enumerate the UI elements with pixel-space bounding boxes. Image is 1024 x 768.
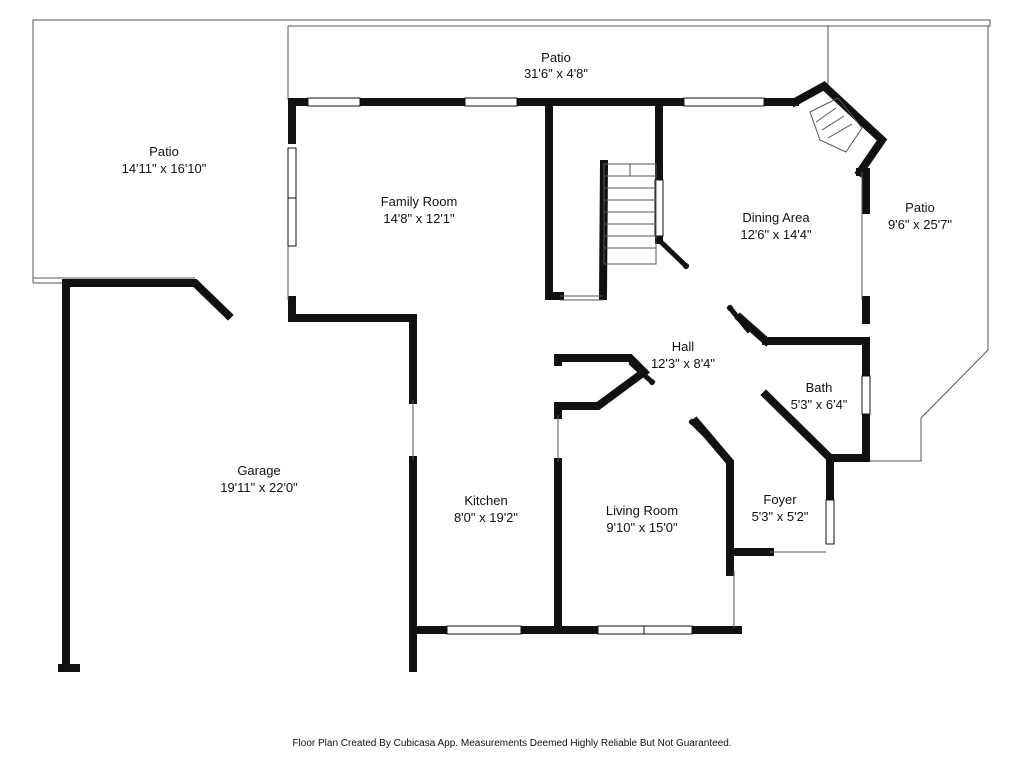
patio-outlines [32, 19, 991, 462]
room-name-patio-left: Patio [149, 144, 179, 159]
room-name-hall: Hall [672, 339, 695, 354]
room-dims-living-room: 9'10" x 15'0" [606, 520, 678, 535]
room-dims-foyer: 5'3" x 5'2" [752, 509, 809, 524]
room-dims-dining-area: 12'6" x 14'4" [740, 227, 812, 242]
room-name-patio-right: Patio [905, 200, 935, 215]
room-name-dining-area: Dining Area [742, 210, 810, 225]
room-dims-bath: 5'3" x 6'4" [791, 397, 848, 412]
disclaimer-footer: Floor Plan Created By Cubicasa App. Meas… [292, 738, 731, 749]
fireplace [809, 97, 863, 153]
room-name-bath: Bath [806, 380, 833, 395]
room-name-kitchen: Kitchen [464, 493, 507, 508]
room-labels: Patio 31'6" x 4'8" Patio 14'11" x 16'10"… [122, 50, 953, 535]
room-name-living-room: Living Room [606, 503, 678, 518]
room-name-family-room: Family Room [381, 194, 458, 209]
room-name-garage: Garage [237, 463, 280, 478]
staircase [603, 163, 657, 265]
room-name-foyer: Foyer [763, 492, 797, 507]
room-dims-family-room: 14'8" x 12'1" [383, 211, 455, 226]
windows [287, 97, 871, 635]
room-dims-hall: 12'3" x 8'4" [651, 356, 715, 371]
doors [628, 236, 752, 446]
room-dims-patio-top: 31'6" x 4'8" [524, 66, 588, 81]
room-dims-kitchen: 8'0" x 19'2" [454, 510, 518, 525]
room-dims-patio-right: 9'6" x 25'7" [888, 217, 952, 232]
room-dims-garage: 19'11" x 22'0" [220, 480, 298, 495]
room-name-patio-top: Patio [541, 50, 571, 65]
room-dims-patio-left: 14'11" x 16'10" [122, 161, 207, 176]
